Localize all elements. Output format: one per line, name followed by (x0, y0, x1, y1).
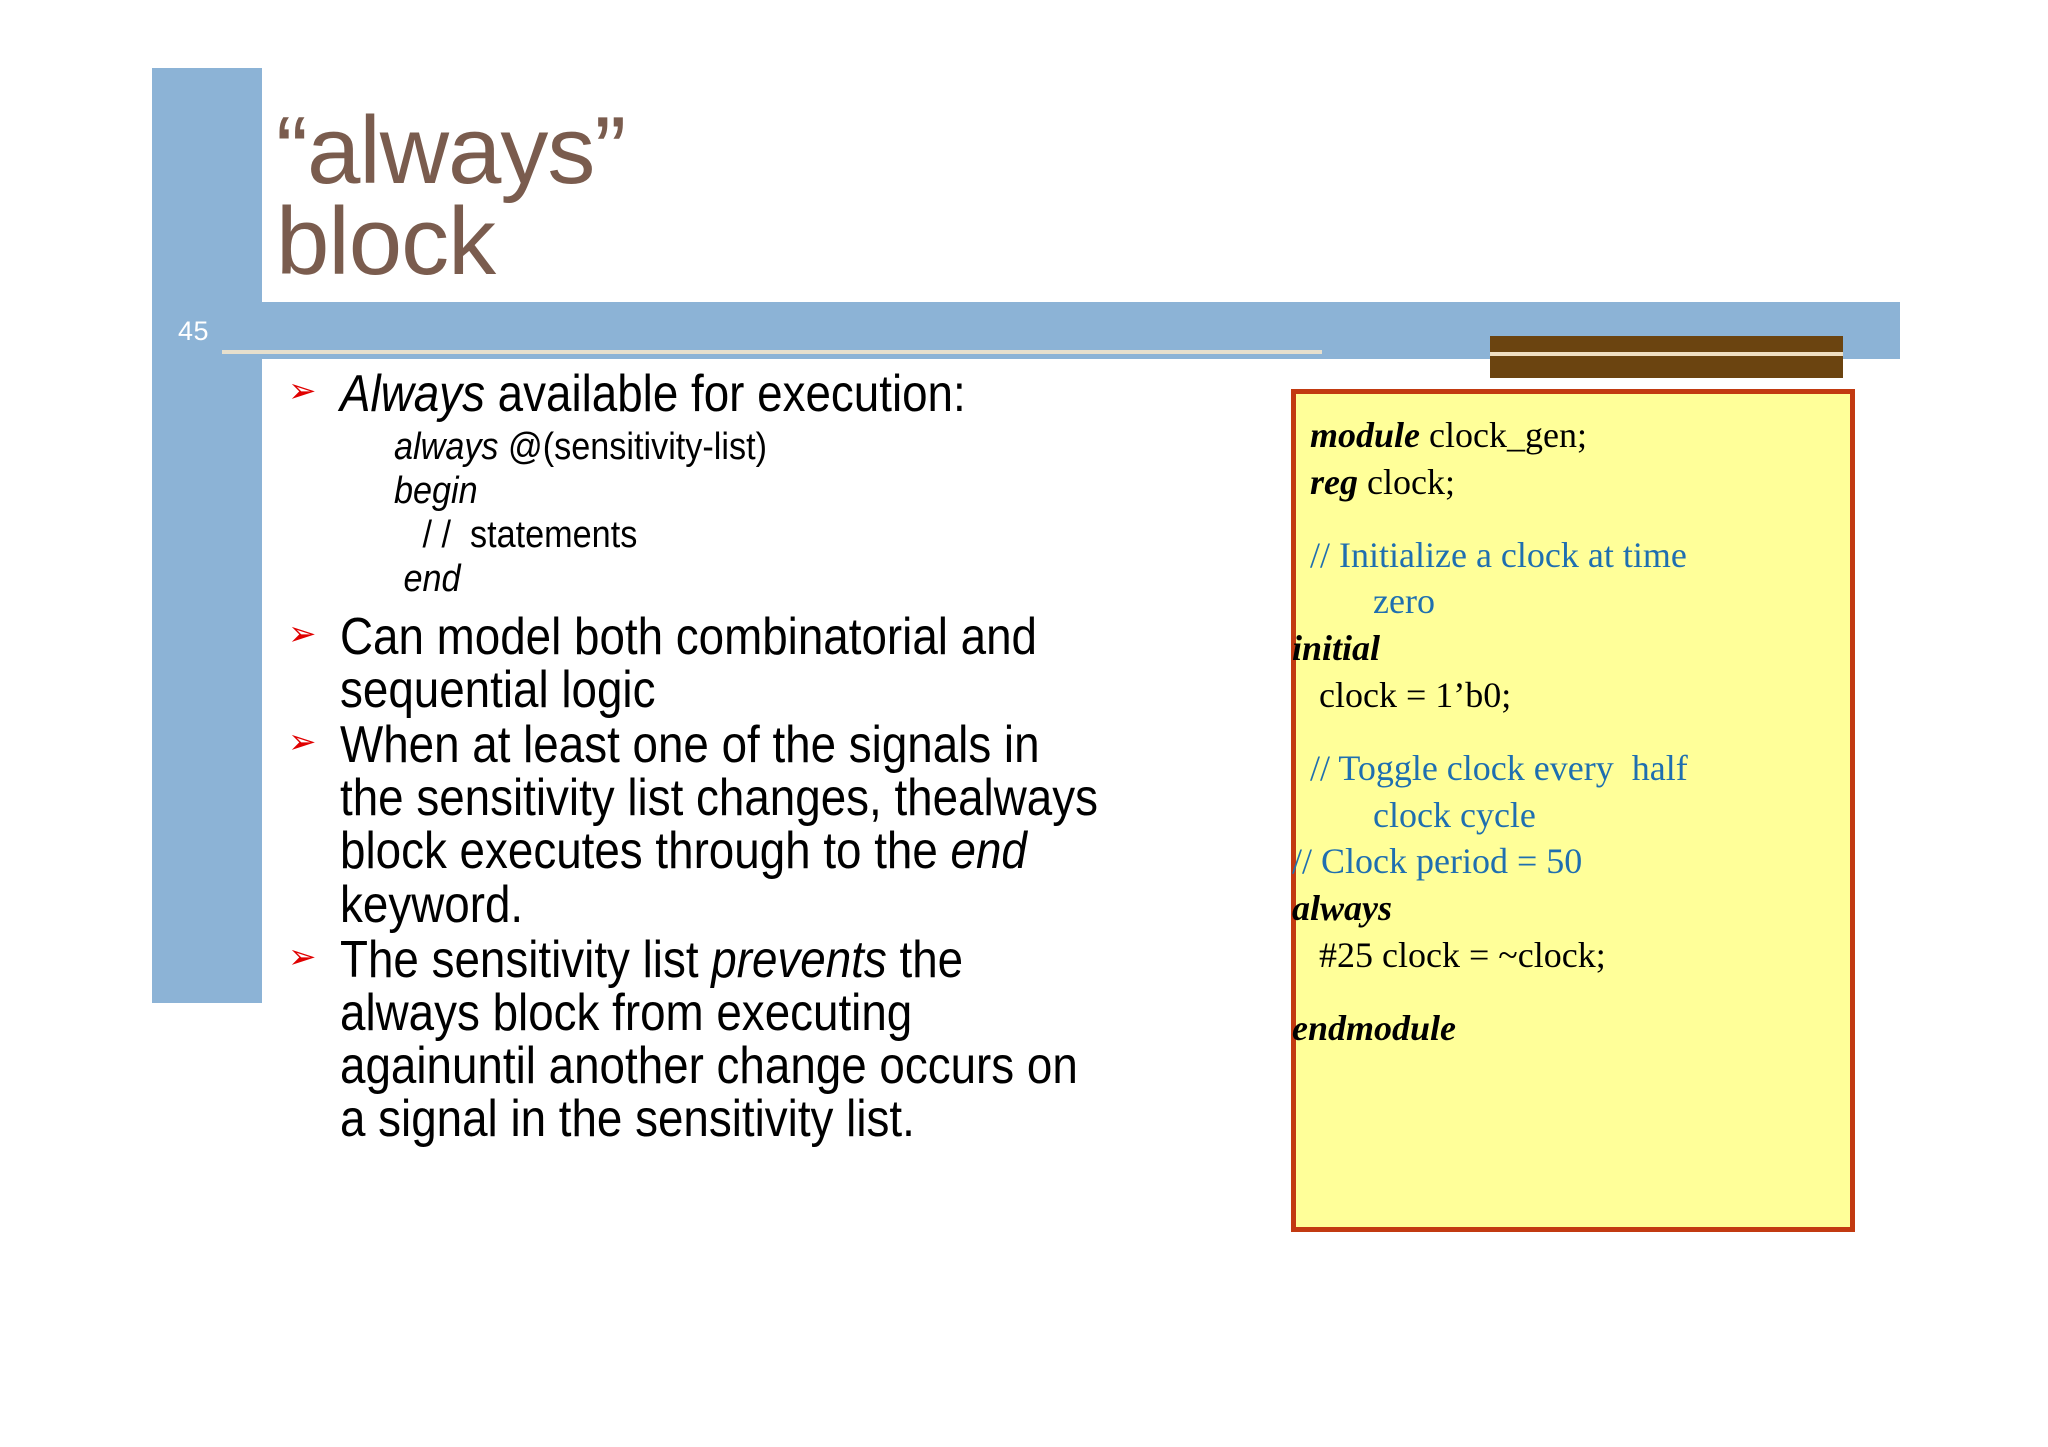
code-comment: zero (1310, 581, 1435, 622)
code-comment: clock cycle (1310, 794, 1536, 835)
code-line: endmodule (1292, 1005, 1836, 1052)
code-keyword: always (394, 426, 499, 469)
code-keyword: endmodule (1292, 1007, 1457, 1048)
code-text: clock; (1358, 461, 1455, 502)
code-line: initial (1292, 625, 1836, 672)
code-sub-line: / / statements (394, 513, 1323, 557)
code-line: // Toggle clock every half (1310, 745, 1836, 792)
bullet-arrow-icon: ➢ (288, 723, 317, 762)
brown-accent-gap (1490, 352, 1843, 357)
code-text: #25 clock = ~clock; (1310, 934, 1606, 975)
bullet-body: When at least one of the signals in the … (340, 716, 1040, 828)
code-rest: @(sensitivity-list) (498, 426, 767, 469)
bullet-text: When at least one of the signals in the … (340, 719, 1113, 931)
code-comment: // Initialize a clock at time (1310, 534, 1687, 575)
code-blank-line (1310, 979, 1836, 1005)
code-sub-line: end (394, 557, 1323, 601)
bullet-text: Always available for execution: (340, 365, 1113, 423)
code-line: reg clock; (1310, 459, 1836, 506)
code-sub-line: always @(sensitivity-list) (394, 425, 1323, 469)
page-number: 45 (178, 316, 210, 346)
bullet-body-3: until another change occurs on a signal … (340, 1036, 1078, 1148)
bullet-arrow-icon: ➢ (288, 937, 317, 976)
bullet-text: Can model both combinatorial and sequent… (340, 611, 1113, 717)
code-keyword: module (1310, 415, 1421, 455)
list-item: ➢ When at least one of the signals in th… (288, 719, 1218, 931)
list-item: ➢ The sensitivity list prevents the alwa… (288, 930, 1218, 1148)
bullet-body: The sensitivity list (340, 930, 712, 989)
code-comment: // Toggle clock every half (1310, 747, 1688, 788)
list-item: ➢ Always available for execution: (288, 365, 1218, 423)
code-text: clock_gen; (1420, 415, 1587, 455)
code-rest: / / statements (394, 514, 638, 557)
code-line: clock = 1’b0; (1310, 672, 1836, 719)
code-line: #25 clock = ~clock; (1310, 932, 1836, 979)
verilog-code-card: module clock_gen;reg clock;// Initialize… (1291, 389, 1855, 1232)
code-sub-block: always @(sensitivity-list) begin / / sta… (394, 425, 1323, 601)
bullet-body-2: always block executes through to the (340, 769, 1098, 881)
bullet-body-3: keyword. (340, 875, 524, 934)
code-line: module clock_gen; (1310, 412, 1836, 459)
brown-accent-bar-top (1490, 336, 1843, 356)
code-sub-line: begin (394, 469, 1323, 513)
code-blank-line (1310, 719, 1836, 745)
bullet-arrow-icon: ➢ (288, 372, 317, 410)
code-keyword: reg (1310, 461, 1358, 502)
page-title: “always” block (276, 97, 626, 296)
code-keyword: end (394, 558, 461, 601)
brown-accent-bar-bottom (1490, 356, 1843, 378)
bullet-body: Can model both combinatorial and sequent… (340, 608, 1038, 720)
code-line: clock cycle (1310, 792, 1836, 839)
code-keyword: always (1292, 888, 1393, 929)
bullet-emphasis: prevents (711, 930, 887, 989)
blue-sidebar-block (152, 68, 262, 1003)
code-line: // Clock period = 50 (1292, 838, 1836, 885)
list-item: ➢ Can model both combinatorial and seque… (288, 611, 1218, 717)
code-blank-line (1310, 506, 1836, 532)
bullet-text: The sensitivity list prevents the always… (340, 930, 1113, 1148)
bullet-body-2: the always block from executing again (340, 930, 964, 1095)
code-line-list: module clock_gen;reg clock;// Initialize… (1292, 394, 1850, 1052)
code-keyword: begin (394, 470, 478, 513)
code-line: always (1292, 885, 1836, 932)
bullet-body: available for execution: (484, 365, 966, 423)
bullet-emphasis: end (950, 822, 1027, 881)
title-underline-rule (222, 350, 1322, 354)
code-comment: // Clock period = 50 (1292, 841, 1583, 882)
bullet-emphasis: Always (340, 365, 485, 423)
bullet-list: ➢ Always available for execution: always… (288, 365, 1218, 1148)
code-text: clock = 1’b0; (1310, 674, 1512, 715)
code-line: zero (1310, 578, 1836, 625)
code-keyword: initial (1292, 628, 1381, 669)
code-line: // Initialize a clock at time (1310, 532, 1836, 579)
bullet-arrow-icon: ➢ (288, 615, 317, 654)
